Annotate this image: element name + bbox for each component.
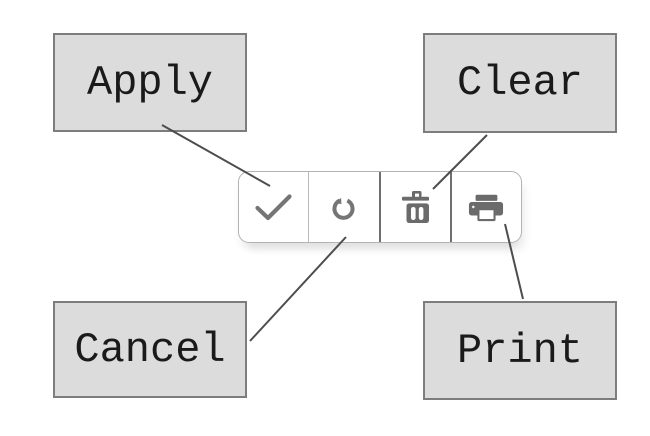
trash-icon	[401, 191, 429, 223]
check-icon	[255, 194, 292, 221]
cancel-label: Cancel	[74, 325, 226, 374]
rotate-ccw-icon	[332, 197, 355, 220]
print-button[interactable]	[449, 172, 521, 242]
clear-label: Clear	[456, 59, 584, 107]
label-box-print: Print	[423, 301, 617, 400]
connector-cancel	[249, 236, 347, 342]
label-box-clear: Clear	[423, 33, 617, 133]
apply-label: Apply	[86, 58, 214, 107]
cancel-button[interactable]	[308, 172, 378, 242]
clear-button[interactable]	[378, 172, 450, 242]
print-label: Print	[456, 326, 584, 375]
printer-icon	[469, 194, 504, 221]
apply-button[interactable]	[239, 172, 308, 242]
toolbar	[238, 171, 522, 243]
label-box-apply: Apply	[53, 33, 247, 132]
label-box-cancel: Cancel	[53, 301, 247, 398]
